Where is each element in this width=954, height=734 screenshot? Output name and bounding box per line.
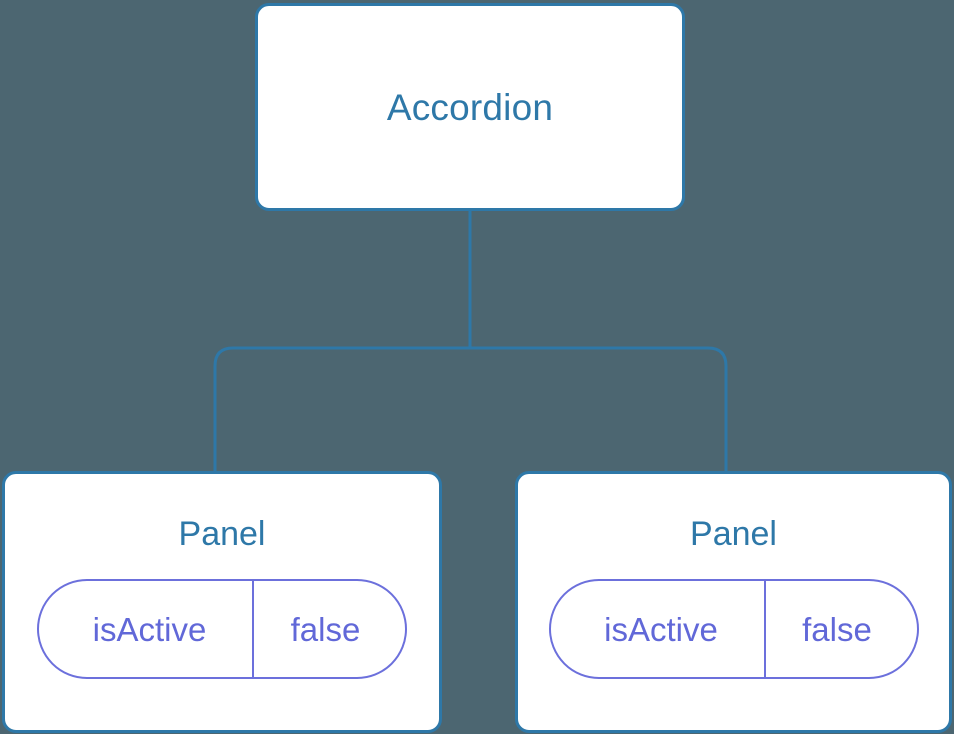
state-value-panel-2: false: [802, 610, 872, 648]
state-badge-panel-1[interactable]: isActive false: [37, 579, 407, 679]
state-value-panel-1: false: [290, 610, 361, 648]
node-accordion-label: Accordion: [386, 86, 554, 128]
node-panel-2[interactable]: Panel isActive false: [515, 471, 952, 733]
state-key-panel-2: isActive: [551, 581, 766, 677]
node-panel-1[interactable]: Panel isActive false: [2, 471, 442, 733]
node-accordion[interactable]: Accordion: [255, 3, 685, 211]
connector-branch-right: [470, 346, 728, 473]
node-panel-1-label: Panel: [178, 515, 266, 553]
connector-branch-left: [213, 346, 470, 473]
state-badge-panel-2[interactable]: isActive false: [548, 579, 919, 679]
node-panel-2-label: Panel: [690, 515, 777, 553]
state-key-panel-1: isActive: [39, 581, 254, 677]
